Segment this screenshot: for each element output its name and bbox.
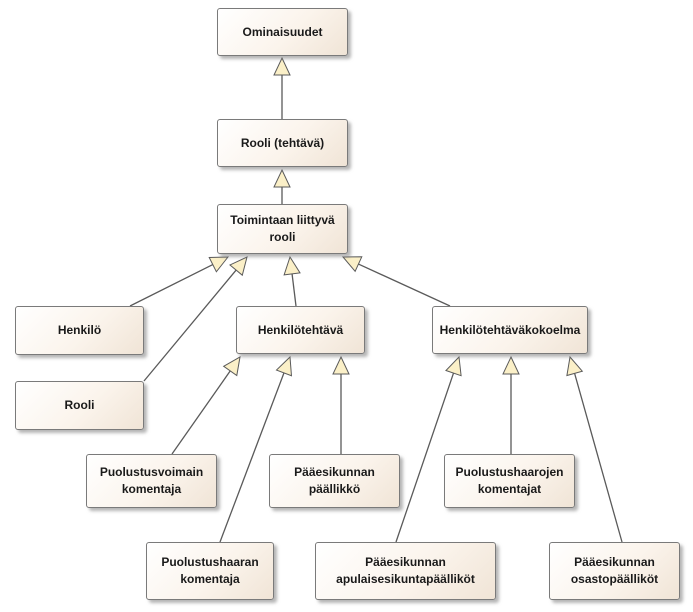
node-henkilo[interactable]: Henkilö	[15, 306, 144, 355]
generalization-arrowhead-icon	[222, 356, 241, 377]
node-label: Pääesikunnan osastopäälliköt	[570, 555, 659, 586]
generalization-arrowhead-icon	[332, 355, 350, 375]
generalization-arrowhead-icon	[341, 256, 363, 273]
generalization-arrowhead-icon	[445, 355, 462, 377]
node-toimintaan-liittyva-rooli[interactable]: Toimintaan liittyvä rooli	[217, 204, 348, 254]
edge-line-rooli-to-toimintaan	[143, 269, 237, 382]
node-henkilotehtava[interactable]: Henkilötehtävä	[236, 306, 365, 354]
node-rooli[interactable]: Rooli	[15, 381, 144, 430]
edge-line-henkilotehtava-to-toimintaan	[291, 273, 297, 307]
edge-line-osastopaallikot-to-henkilotehtavakokoelma	[573, 373, 623, 543]
node-label: Puolustushaaran komentaja	[161, 555, 259, 586]
generalization-arrowhead-icon	[283, 255, 301, 276]
generalization-arrowhead-icon	[273, 56, 291, 76]
generalization-arrowhead-icon	[229, 256, 248, 277]
node-label: Pääesikunnan päällikkö	[294, 465, 375, 496]
edge-line-henkilotehtavakokoelma-to-toimintaan	[358, 263, 451, 307]
node-label: Ominaisuudet	[242, 24, 323, 39]
generalization-arrowhead-icon	[275, 355, 293, 377]
node-rooli-tehtava[interactable]: Rooli (tehtävä)	[217, 119, 348, 167]
node-label: Puolustusvoimain komentaja	[99, 465, 204, 496]
node-puolustusvoimain-komentaja[interactable]: Puolustusvoimain komentaja	[86, 454, 217, 508]
node-label: Henkilötehtäväkokoelma	[439, 322, 581, 337]
node-label: Henkilö	[57, 323, 102, 337]
node-ominaisuudet[interactable]: Ominaisuudet	[217, 8, 348, 56]
edge-line-apulaisesikuntapaallikot-to-henkilotehtavakokoelma	[395, 372, 455, 543]
node-label: Toimintaan liittyvä rooli	[230, 213, 335, 244]
node-paaesikunnan-osastopaallikot[interactable]: Pääesikunnan osastopäälliköt	[549, 542, 680, 600]
node-paaesikunnan-paallikko[interactable]: Pääesikunnan päällikkö	[269, 454, 400, 508]
generalization-arrowhead-icon	[273, 168, 291, 188]
edge-line-puolustushaaran-to-henkilotehtava	[219, 372, 285, 543]
generalization-arrowhead-icon	[502, 355, 520, 375]
edge-line-henkilo-to-toimintaan	[129, 264, 214, 307]
node-label: Pääesikunnan apulaisesikuntapäälliköt	[336, 555, 475, 586]
node-puolustushaarojen-komentajat[interactable]: Puolustushaarojen komentajat	[444, 454, 575, 508]
node-label: Puolustushaarojen komentajat	[455, 465, 564, 496]
node-paaesikunnan-apulaisesikuntapaallikot[interactable]: Pääesikunnan apulaisesikuntapäälliköt	[315, 542, 496, 600]
node-label: Rooli (tehtävä)	[240, 135, 325, 150]
node-label: Rooli	[64, 398, 95, 412]
edge-line-puolustusvoimain-to-henkilotehtava	[171, 370, 231, 455]
node-puolustushaaran-komentaja[interactable]: Puolustushaaran komentaja	[146, 542, 274, 600]
node-label: Henkilötehtävä	[257, 322, 344, 337]
node-henkilotehtavakokoelma[interactable]: Henkilötehtäväkokoelma	[432, 306, 588, 354]
generalization-arrowhead-icon	[566, 355, 584, 377]
generalization-arrowhead-icon	[208, 256, 230, 273]
